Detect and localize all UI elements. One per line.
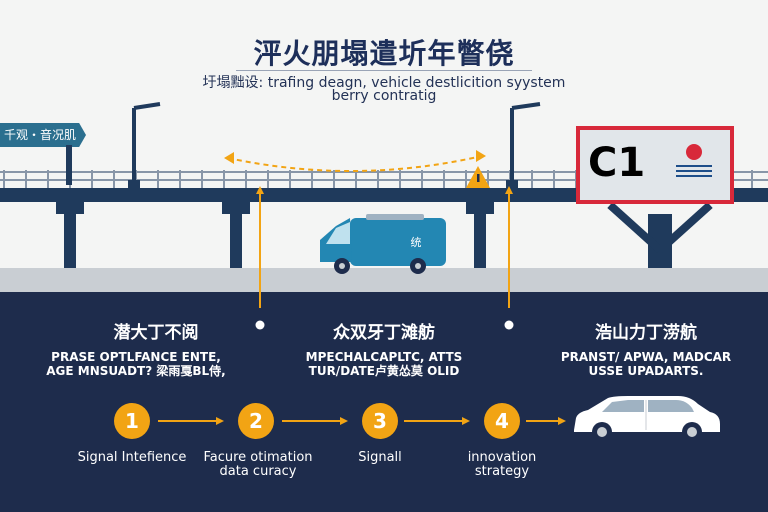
billboard-support: [607, 202, 713, 253]
dashed-connector-arc: [227, 155, 483, 173]
page-title: 泙火朋塌遣圻年瞥侥: [253, 37, 515, 70]
connector-dot: [255, 320, 265, 330]
billboard-text: C1: [588, 140, 645, 186]
arrow-head: [558, 417, 566, 425]
title-divider: [236, 70, 532, 71]
subtitle-line-2: berry contratig: [331, 88, 437, 104]
subtitle-line-1: 圩塌黜设: trafing deagn, vehicle destlicitio…: [202, 75, 566, 91]
step-label-3: Signall: [358, 450, 402, 465]
step-label-1: Signal Intefience: [77, 450, 187, 465]
billboard: [576, 126, 734, 204]
bridge-scene: 统 C1: [0, 102, 768, 292]
road-sign: 千观・音况肌: [0, 123, 86, 147]
arrow-head: [216, 417, 224, 425]
column-title-3: 浩山力丁涝航: [595, 323, 697, 343]
van-icon: [320, 214, 446, 274]
road-surface: [0, 268, 768, 292]
car-icon: [574, 396, 720, 442]
road-sign-pole: [66, 145, 72, 185]
warning-triangle-icon: [466, 166, 490, 188]
vertical-connectors: [255, 186, 514, 330]
bridge-piers: [56, 202, 672, 268]
van-label: 统: [411, 236, 422, 249]
arrow-head: [462, 417, 470, 425]
step-circle-4: 4: [484, 403, 520, 439]
step-circle-3: 3: [362, 403, 398, 439]
step-circle-2: 2: [238, 403, 274, 439]
column-title-2: 众双牙丁滩舫: [333, 323, 435, 343]
street-lamp: [132, 102, 541, 188]
step-arrows: [158, 417, 566, 425]
column-text-1: PRASE OPTLFANCE ENTE,AGE MNSUADT? 梁雨戛BL侍…: [46, 350, 226, 378]
arrow-head: [340, 417, 348, 425]
connector-dot: [504, 320, 514, 330]
column-title-1: 潜大丁不阅: [113, 323, 199, 343]
step-circle-1: 1: [114, 403, 150, 439]
